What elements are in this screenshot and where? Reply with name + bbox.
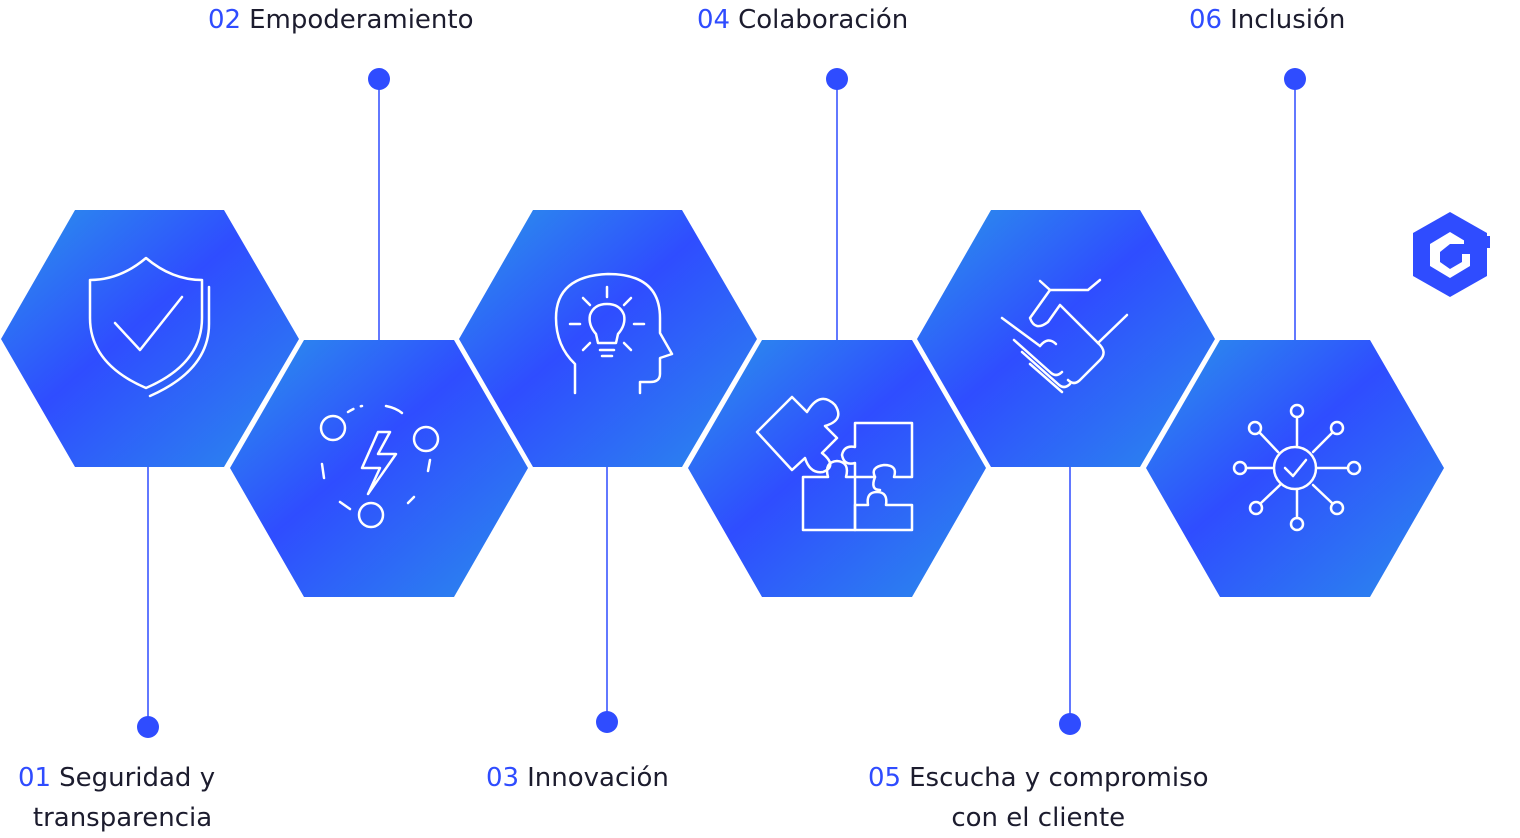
value-title-line2: con el cliente: [951, 803, 1126, 833]
connector-dot-05: [1059, 713, 1081, 735]
network-check-icon: [1232, 403, 1362, 532]
connector-dot-06: [1284, 68, 1306, 90]
connector-dot-04: [826, 68, 848, 90]
hexagon-05: [917, 210, 1215, 467]
head-lightbulb-icon: [554, 272, 674, 395]
value-number: 05: [868, 763, 902, 793]
value-number: 02: [208, 5, 242, 35]
connector-dot-02: [368, 68, 390, 90]
value-title: Innovación: [527, 763, 669, 793]
value-number: 03: [486, 763, 520, 793]
connector-dot-03: [596, 711, 618, 733]
hexagon-04: [688, 340, 986, 597]
value-number: 06: [1189, 5, 1223, 35]
value-number: 01: [18, 763, 52, 793]
value-title: Empoderamiento: [249, 5, 474, 35]
handshake-icon: [1000, 278, 1129, 394]
connector-dot-01: [137, 716, 159, 738]
hexagon-06: [1146, 340, 1444, 597]
lightning-network-icon: [319, 404, 440, 529]
value-title: Escucha y compromiso: [909, 763, 1209, 793]
value-number: 04: [697, 5, 731, 35]
shield-check-icon: [88, 256, 211, 398]
value-title: Inclusión: [1230, 5, 1346, 35]
hexagon-03: [459, 210, 757, 467]
value-title-line2: transparencia: [32, 803, 213, 833]
value-title: Colaboración: [738, 5, 909, 35]
value-title: Seguridad y: [59, 763, 216, 793]
puzzle-pieces-icon: [755, 395, 914, 532]
hexagon-g-logo-icon: [1413, 212, 1490, 297]
